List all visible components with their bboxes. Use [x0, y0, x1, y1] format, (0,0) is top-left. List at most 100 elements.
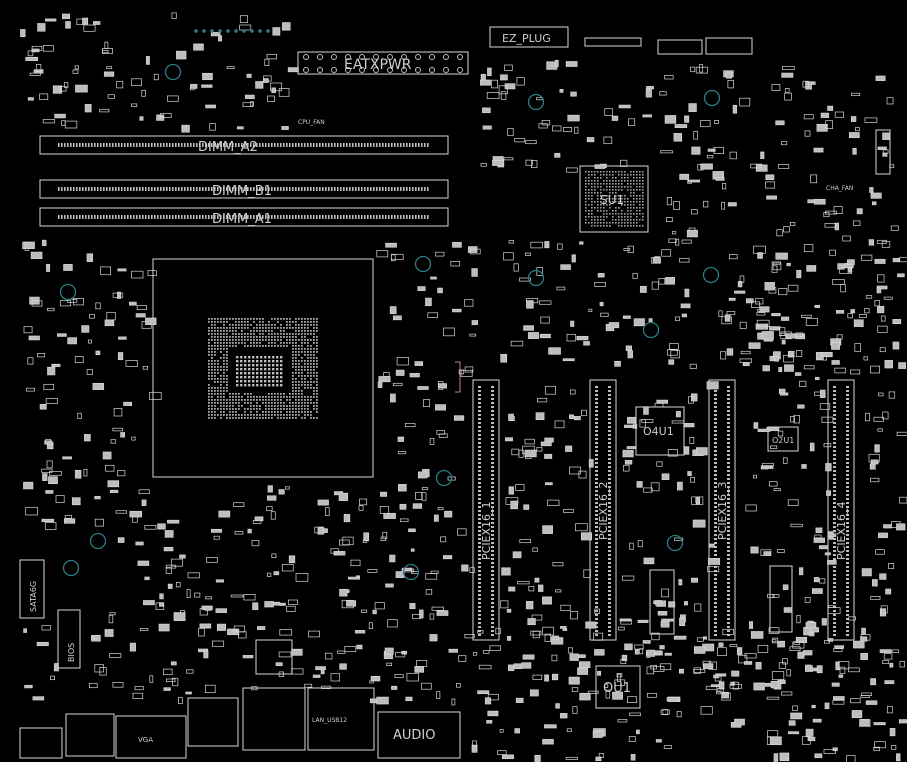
cpu-pad: [313, 324, 315, 326]
smd-component: [788, 720, 796, 726]
bios-header[interactable]: [57, 609, 81, 669]
header-top-mid[interactable]: [657, 39, 703, 55]
dimm-pin: [121, 187, 123, 191]
cpu-pad: [211, 363, 213, 365]
chipset-ball: [609, 207, 611, 209]
ez-plug-connector[interactable]: [489, 26, 569, 48]
smd-component: [726, 348, 734, 356]
chipset-ball: [621, 204, 623, 206]
front-panel-header[interactable]: [769, 565, 793, 633]
chipset-ball: [609, 201, 611, 203]
cpu-pad: [316, 360, 318, 362]
dimm-pin: [112, 215, 114, 219]
smd-component: [565, 756, 578, 760]
smd-component: [782, 658, 788, 665]
ps2-port[interactable]: [65, 713, 115, 757]
smd-component: [52, 85, 63, 94]
chipset-ball: [636, 210, 638, 212]
pcie-pin: [833, 594, 836, 596]
chipset-ball: [585, 192, 587, 194]
cpu-pad: [214, 348, 216, 350]
cpu-pad: [301, 336, 303, 338]
cpu-pad: [226, 348, 228, 350]
smd-component: [765, 174, 775, 181]
smd-component: [92, 382, 105, 390]
pcie-slot-4[interactable]: [827, 379, 855, 641]
cpu-pad: [298, 393, 300, 395]
pcie-pin: [608, 394, 611, 396]
smd-component: [668, 238, 677, 243]
cpu-center-pad: [244, 360, 247, 363]
header-top-right[interactable]: [705, 37, 753, 55]
eatx-pin: [373, 54, 379, 60]
smd-component: [339, 588, 348, 597]
cpu-pad: [223, 342, 225, 344]
dimm-pin: [118, 215, 120, 219]
cpu-pad: [313, 342, 315, 344]
chipset-ball: [612, 213, 614, 215]
cpu-socket[interactable]: [152, 258, 374, 478]
pcie-pin: [833, 482, 836, 484]
smd-component: [324, 652, 333, 660]
dimm-pin: [169, 187, 171, 191]
dimm-pin: [337, 215, 339, 219]
audio-jack[interactable]: [377, 711, 461, 759]
smd-component: [898, 719, 907, 724]
smd-component: [187, 572, 200, 579]
dimm-pin: [400, 143, 402, 147]
usb3-header[interactable]: [875, 129, 891, 175]
chipset-ball: [633, 222, 635, 224]
smd-component: [210, 32, 221, 37]
chipset-ball: [603, 195, 605, 197]
dimm-pin: [205, 143, 207, 147]
usb-port-stack[interactable]: [242, 687, 306, 751]
smd-component: [776, 229, 783, 237]
chipset-chip[interactable]: [579, 165, 649, 233]
o2u1-chip[interactable]: [767, 426, 799, 452]
smd-component: [688, 396, 694, 404]
pcie-slot-3[interactable]: [708, 379, 736, 641]
dimm-pin: [166, 143, 168, 147]
cpu-pad: [250, 414, 252, 416]
pcie-slot-1[interactable]: [472, 379, 500, 641]
dimm-pin: [391, 143, 393, 147]
smd-component: [198, 648, 209, 653]
dimm-pin: [250, 143, 252, 147]
vga-port[interactable]: [115, 715, 187, 759]
pcie-pin: [595, 602, 598, 604]
hdmi-port[interactable]: [187, 697, 239, 747]
usb-port-left[interactable]: [19, 727, 63, 759]
pcie-pin: [833, 418, 836, 420]
cpu-pad: [274, 405, 276, 407]
lan-usb-port[interactable]: [307, 687, 375, 751]
smd-component: [524, 438, 535, 445]
smd-component: [506, 608, 512, 613]
ou1-chip[interactable]: [595, 665, 641, 709]
dimm-pin: [274, 187, 276, 191]
sata-header[interactable]: [19, 559, 45, 619]
smd-component: [718, 310, 723, 317]
sio-chip[interactable]: [255, 639, 293, 675]
cpu-pad: [316, 339, 318, 341]
dimm-pin: [163, 187, 165, 191]
smd-component: [267, 485, 273, 493]
chipset-ball: [606, 198, 608, 200]
cpu-pad: [247, 339, 249, 341]
cpu-pad: [292, 390, 294, 392]
cpu-pad: [208, 330, 210, 332]
eatxpwr-connector[interactable]: [297, 51, 469, 75]
dimm-b1-slot[interactable]: [39, 179, 449, 199]
pcie-pin: [727, 426, 730, 428]
smd-component: [694, 603, 702, 612]
dimm-a1-slot[interactable]: [39, 207, 449, 227]
cpu-pad: [313, 327, 315, 329]
chipset-ball: [630, 189, 632, 191]
dimm-pin: [418, 215, 420, 219]
smd-component: [291, 648, 303, 656]
chipset-ball: [600, 222, 602, 224]
pcie-pin: [595, 426, 598, 428]
header-top-strip[interactable]: [584, 37, 642, 47]
dimm-a2-slot[interactable]: [39, 135, 449, 155]
smd-component: [44, 440, 53, 445]
cpu-pad: [208, 354, 210, 356]
